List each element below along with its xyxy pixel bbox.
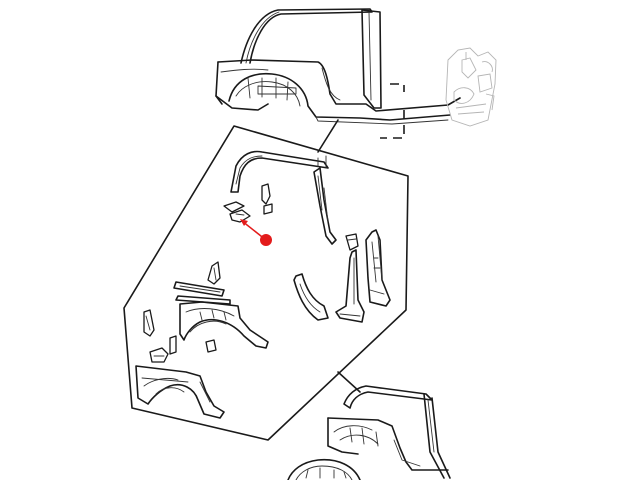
connector-line-top	[317, 119, 339, 153]
red-dot-icon[interactable]	[260, 234, 272, 246]
body-side-assembly	[215, 8, 497, 139]
body-side-detail	[287, 385, 451, 480]
exploded-view-frame	[123, 125, 409, 441]
exploded-parts	[135, 150, 391, 419]
callout-marker[interactable]	[240, 219, 272, 246]
